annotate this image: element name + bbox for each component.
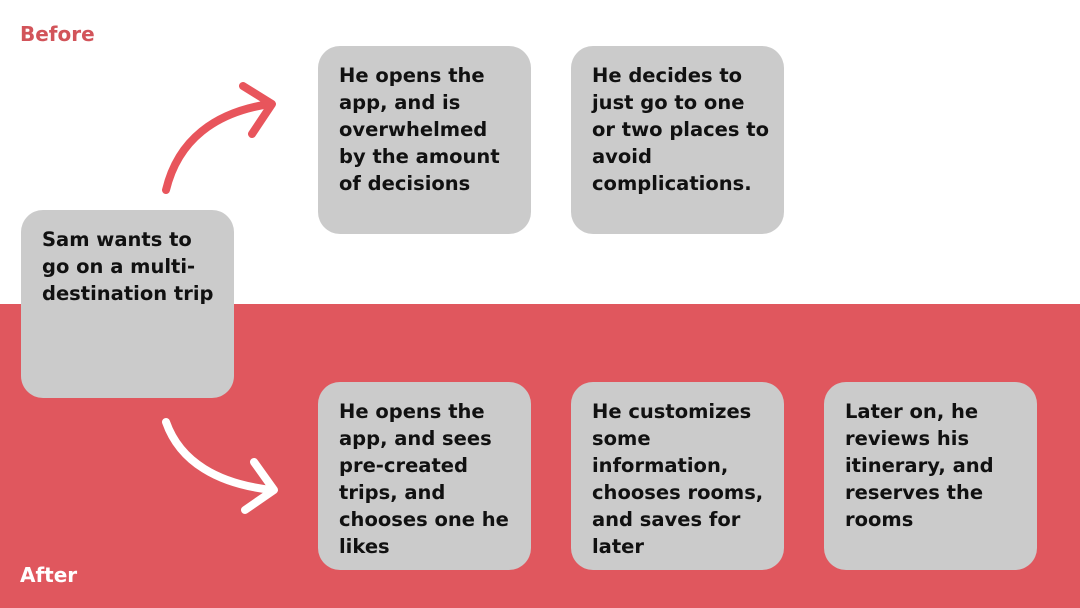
before-step-2-card: He decides to just go to one or two plac…: [571, 46, 784, 234]
after-step-3-text: Later on, he reviews his itinerary, and …: [845, 400, 994, 531]
before-label: Before: [20, 22, 95, 46]
after-step-1-card: He opens the app, and sees pre-created t…: [318, 382, 531, 570]
after-label: After: [20, 563, 78, 587]
before-step-1-text: He opens the app, and is overwhelmed by …: [339, 64, 500, 195]
before-step-2-text: He decides to just go to one or two plac…: [592, 64, 770, 195]
after-step-1-text: He opens the app, and sees pre-created t…: [339, 400, 509, 558]
before-step-1-card: He opens the app, and is overwhelmed by …: [318, 46, 531, 234]
start-card: Sam wants to go on a multi-destination t…: [21, 210, 234, 398]
start-card-text: Sam wants to go on a multi-destination t…: [42, 228, 214, 305]
after-step-3-card: Later on, he reviews his itinerary, and …: [824, 382, 1037, 570]
after-step-2-text: He customizes some information, chooses …: [592, 400, 764, 558]
after-step-2-card: He customizes some information, chooses …: [571, 382, 784, 570]
